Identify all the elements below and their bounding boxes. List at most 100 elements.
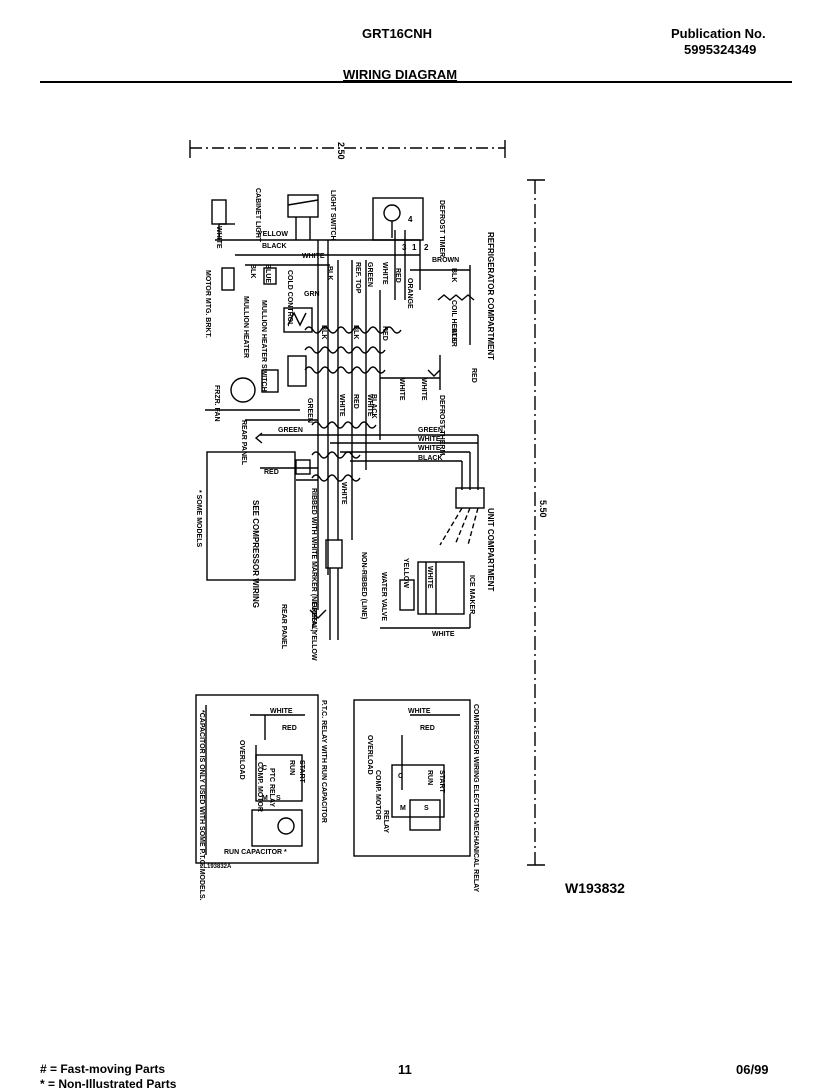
publication-label: Publication No. [671, 26, 766, 41]
ptc-run-capacitor: RUN CAPACITOR * [224, 849, 287, 856]
timer-terminal-2: 2 [424, 243, 429, 252]
wire-label-green-unit: GREEN [418, 427, 443, 434]
mullion-heater-label: MULLION HEATER [242, 296, 249, 358]
freezer-fan: FRZR. FAN [213, 355, 307, 422]
wire-label-red-comp: RED [264, 469, 279, 476]
em-terminal-c: C [398, 773, 403, 780]
wire-label-white-ice: WHITE [426, 566, 433, 589]
wire-label-white-comp: WHITE [340, 482, 347, 505]
timer-terminal-1: 1 [412, 243, 417, 252]
ptc-white: WHITE [270, 708, 293, 715]
defrost-timer: DEFROST TIMER 4 2 1 3 [372, 197, 445, 257]
timer-terminal-3: 3 [402, 243, 407, 252]
ptc-note: *CAPACITOR IS ONLY USED WITH SOME P.T.C.… [198, 710, 205, 901]
rear-panel-bottom-label: REAR PANEL [280, 604, 287, 650]
mullion-heater: MULLION HEATER MULLION HEATER SWITCH MOT… [204, 267, 277, 392]
wire-label-blk-1: BLK [249, 264, 256, 278]
wire-label-blk-4: BLK [352, 325, 359, 339]
water-valve: WATER VALVE [380, 572, 415, 621]
wire-label-white-therm-2: WHITE [420, 378, 427, 401]
dimension-side: 5.50 [538, 500, 548, 518]
wire-label-red-timer: RED [394, 268, 401, 283]
refrigerator-compartment-label: REFRIGERATOR COMPARTMENT [486, 232, 495, 360]
unit-compartment-label: UNIT COMPARTMENT [486, 508, 495, 592]
drawing-number: W193832 [565, 880, 625, 896]
wire-label-white-therm: WHITE [398, 378, 405, 401]
coil-heater: COIL HEATER [437, 294, 475, 347]
wire-label-white-mid-2: WHITE [366, 394, 373, 417]
ptc-terminal-s: S [276, 795, 281, 802]
timer-terminal-4: 4 [408, 215, 413, 224]
ptc-overload: OVERLOAD [238, 740, 245, 780]
wire-label-green-top: GREEN [366, 262, 373, 287]
header-rule [40, 81, 792, 83]
em-title: COMPRESSOR WIRING ELECTRO-MECHANICAL REL… [472, 704, 479, 893]
coil-heater-label: COIL HEATER [450, 300, 457, 347]
ptc-part-code: 2L193832A [200, 864, 232, 870]
ptc-relay-panel: P.T.C. RELAY WITH RUN CAPACITOR WHITE RE… [195, 694, 327, 901]
defrost-timer-label: DEFROST TIMER [438, 200, 445, 257]
some-models-label: * SOME MODELS [195, 490, 202, 548]
wire-label-white-light: WHITE [215, 226, 222, 249]
ptc-relay: PTC RELAY [268, 768, 275, 807]
wire-label-blk-coil-1: BLK [450, 268, 457, 282]
em-relay: RELAY [382, 810, 389, 833]
legend-non-illustrated: * = Non-Illustrated Parts [40, 1077, 177, 1091]
unit-connector [455, 487, 485, 509]
model-number: GRT16CNH [362, 26, 433, 41]
cabinet-light: CABINET LIGHT [211, 188, 261, 243]
ptc-red: RED [282, 725, 297, 732]
green-yellow-label: GREEN/ YELLOW [310, 602, 317, 661]
em-overload: OVERLOAD [366, 735, 373, 775]
power-cord-plug [309, 539, 343, 640]
water-valve-label: WATER VALVE [380, 572, 387, 621]
ptc-start: START [298, 760, 305, 784]
wire-label-black-top: BLACK [262, 243, 287, 250]
wire-label-white-unit: WHITE [418, 436, 441, 443]
footer-date: 06/99 [736, 1062, 769, 1077]
light-switch: LIGHT SWITCH [287, 190, 336, 241]
wire-label-red-therm: RED [470, 368, 477, 383]
page-number: 11 [398, 1062, 412, 1077]
wire-label-white-top: WHITE [302, 253, 325, 260]
wire-label-black-unit: BLACK [418, 455, 443, 462]
wire-label-blue: BLUE [264, 264, 271, 283]
wire-label-white-timer: WHITE [381, 262, 388, 285]
ribbed-label: RIBBED WITH WHITE MARKER (NEUTRAL) [310, 488, 317, 632]
em-comp-motor: COMP. MOTOR [374, 770, 381, 820]
ice-maker: ICE MAKER [417, 561, 475, 615]
section-title: WIRING DIAGRAM [343, 67, 458, 82]
wire-label-green-mid: GREEN [306, 398, 313, 423]
ptc-run: RUN [288, 760, 295, 775]
ptc-comp-motor: COMP. MOTOR [256, 762, 263, 812]
ref-top-label: REF. TOP [354, 262, 361, 294]
wire-label-red-mid: RED [352, 394, 359, 409]
wire-label-orange: ORANGE [406, 278, 413, 309]
dimension-top: 2.50 [336, 142, 346, 160]
ptc-terminal-m: M [262, 795, 268, 802]
em-terminal-m: M [400, 805, 406, 812]
defrost-thermostat: DEFROST THERM. [427, 369, 445, 457]
defrost-therm-label: DEFROST THERM. [438, 395, 445, 457]
em-red: RED [420, 725, 435, 732]
wire-label-green-rear: GREEN [278, 427, 303, 434]
rear-panel-label: REAR PANEL [240, 420, 247, 466]
em-start: START [438, 770, 445, 794]
wire-label-white-unit-2: WHITE [418, 445, 441, 452]
wire-label-white-mid: WHITE [338, 394, 345, 417]
dimension-marks: 2.50 5.50 [189, 140, 548, 866]
em-run: RUN [426, 770, 433, 785]
light-switch-label: LIGHT SWITCH [329, 190, 336, 241]
wire-label-white-bottom: WHITE [432, 631, 455, 638]
wire-label-yellow-cabinet: YELLOW [258, 231, 288, 238]
wire-label-brown: BROWN [432, 257, 459, 264]
terminal-block [295, 459, 311, 475]
wire-label-yellow-valve: YELLOW [402, 558, 409, 588]
ice-maker-label: ICE MAKER [468, 575, 475, 614]
freezer-fan-label: FRZR. FAN [213, 385, 220, 422]
non-ribbed-label: NON-RIBBED (LINE) [360, 552, 367, 619]
electro-mechanical-panel: COMPRESSOR WIRING ELECTRO-MECHANICAL REL… [353, 699, 479, 893]
see-compressor-label: SEE COMPRESSOR WIRING [251, 500, 260, 608]
em-terminal-s: S [424, 805, 429, 812]
